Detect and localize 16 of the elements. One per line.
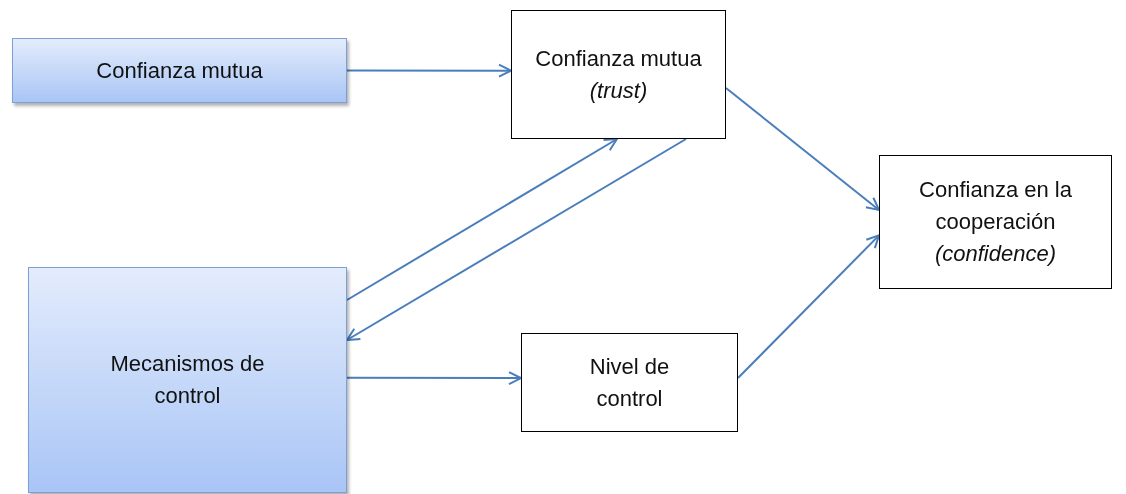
arrow [737,234,880,380]
arrow [346,138,618,301]
node-label: Confianza mutua [96,56,263,85]
process-box [511,10,726,139]
arrow [346,371,522,385]
arrow [725,87,880,211]
node-label: Mecanismos de control [109,350,266,410]
arrow [346,63,512,78]
process-box [521,333,738,432]
arrow [346,138,687,341]
input-box [12,38,347,103]
node-label: Nivel de control [588,352,671,413]
outcome-box [879,155,1112,289]
node-label: Confianza en la cooperación (confidence) [918,176,1073,268]
node-label: Confianza mutua (trust) [534,44,703,105]
input-box [28,267,347,493]
